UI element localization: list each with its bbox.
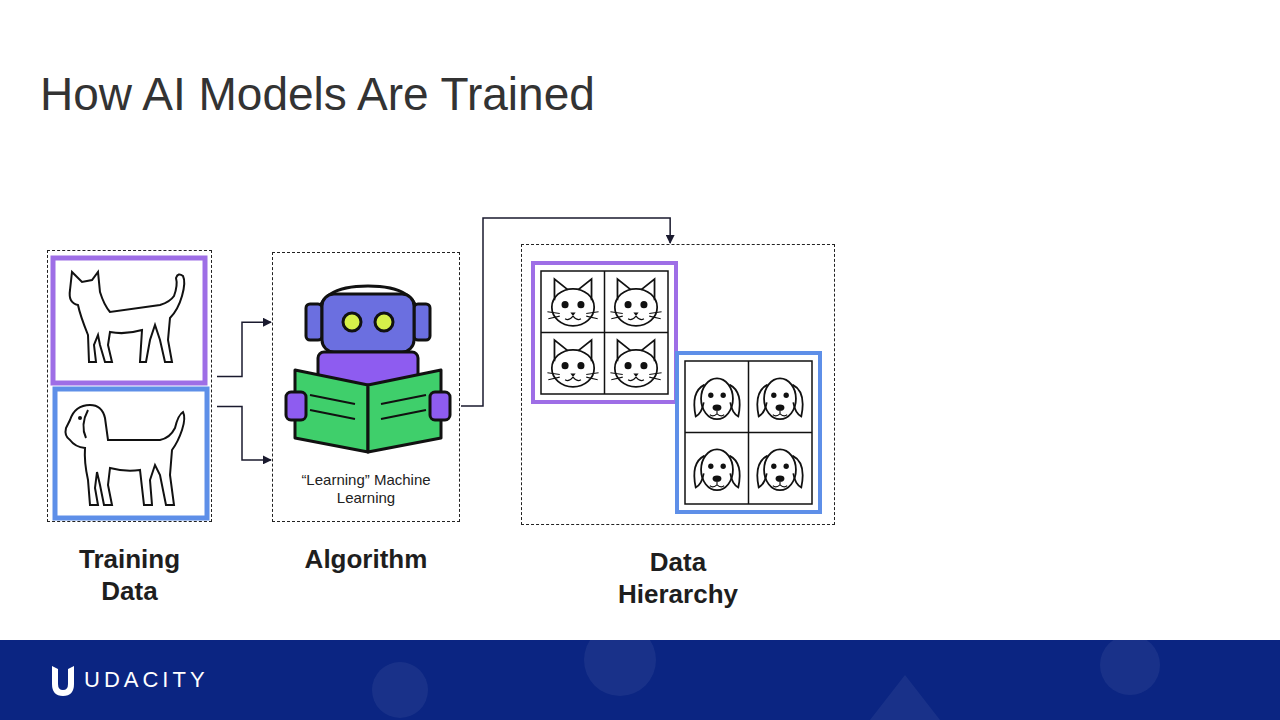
footer-decor (372, 662, 428, 718)
cat-grid-frame (533, 263, 676, 402)
dog-outline (66, 405, 185, 505)
brand-logo (52, 666, 74, 696)
stage-box: Data Hierarchy (521, 244, 835, 525)
stage-box: Training Data (47, 250, 212, 522)
dog-grid-frame (677, 353, 820, 512)
cat-frame (53, 258, 205, 383)
caption-text: “Learning” Machine Learning (296, 471, 436, 507)
footer-decor (584, 624, 656, 696)
stage-heading: Algorithm (286, 543, 446, 575)
cat-outline (70, 272, 185, 362)
footer-decor (870, 675, 940, 720)
dog-frame (55, 389, 207, 518)
robot-icon (286, 286, 450, 452)
flow-arrow (461, 218, 670, 406)
flow-arrow (217, 322, 271, 376)
stage-box: “Learning” Machine LearningAlgorithm (272, 252, 460, 522)
stage-heading: Training Data (50, 543, 210, 607)
brand-name: UDACITY (84, 667, 209, 693)
dog-eye (78, 416, 82, 420)
flow-arrow (217, 406, 271, 460)
slide-title: How AI Models Are Trained (40, 66, 595, 122)
cat-grid (541, 271, 668, 394)
stage-heading: Data Hierarchy (598, 546, 758, 610)
dog-grid (685, 361, 812, 504)
footer-decor (1100, 635, 1160, 695)
